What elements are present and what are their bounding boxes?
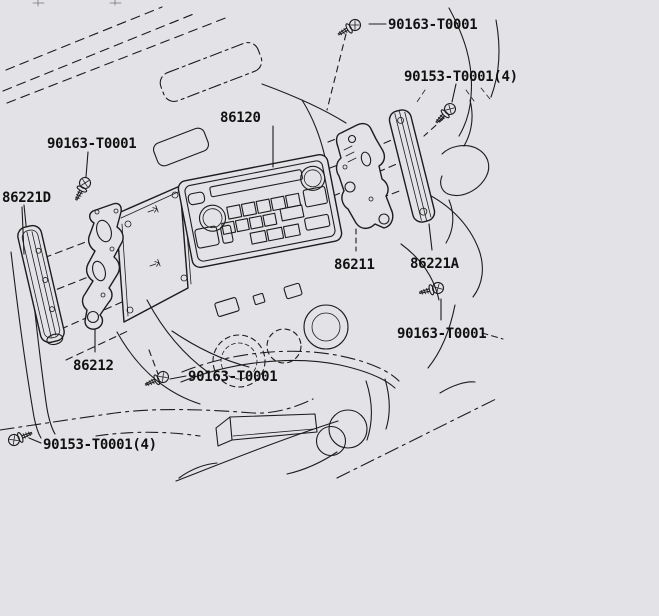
label-bracket-86212: 86212 <box>73 358 114 374</box>
bracket-left-drawing <box>81 202 124 330</box>
label-screws-top-right: 90153-T0001(4) <box>404 69 518 85</box>
center-console-contours <box>0 350 499 482</box>
hvac-controls-drawing <box>212 282 349 388</box>
label-screws-bottom-left: 90153-T0001(4) <box>43 437 157 453</box>
label-bracket-86211: 86211 <box>334 257 375 273</box>
label-screw-bottom: 90163-T0001 <box>188 369 277 385</box>
screw-icon <box>335 16 364 40</box>
screw-icon <box>417 280 446 299</box>
bracket-right-drawing <box>335 122 394 230</box>
leader-lines <box>21 23 504 444</box>
label-trim-86221A: 86221A <box>410 256 460 272</box>
page-crop-marks <box>32 0 122 7</box>
label-radio-86120: 86120 <box>220 110 261 126</box>
screw-icon <box>70 175 93 203</box>
label-screw-right: 90163-T0001 <box>397 326 486 342</box>
label-trim-86221D: 86221D <box>2 190 51 206</box>
radio-faceplate-drawing <box>177 153 343 269</box>
top-left-guide-lines <box>2 6 229 104</box>
top-tray-outline <box>159 42 263 102</box>
cowl-line <box>261 83 347 124</box>
trim-right-drawing <box>388 109 436 223</box>
screw-icon <box>432 100 459 127</box>
label-screw-top: 90163-T0001 <box>388 17 477 33</box>
side-vent-outline <box>152 127 210 167</box>
screw-icon <box>6 427 35 448</box>
trim-left-drawing <box>17 224 65 346</box>
label-screw-left: 90163-T0001 <box>47 136 136 152</box>
part-labels: 90163-T0001 90153-T0001(4) 86120 90163-T… <box>2 17 518 453</box>
